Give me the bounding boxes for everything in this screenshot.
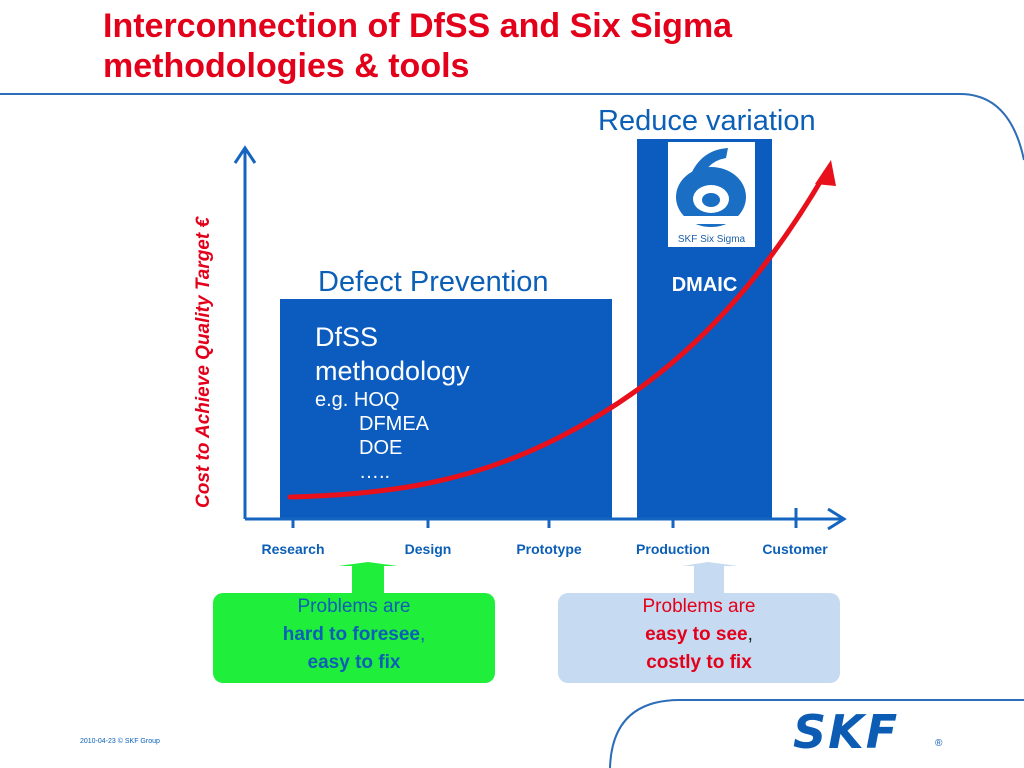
green-up-arrow bbox=[338, 562, 398, 593]
dfss-title: DfSS methodology bbox=[315, 320, 470, 388]
defect-prevention-label: Defect Prevention bbox=[318, 266, 549, 298]
cost-curve-arrowhead bbox=[815, 160, 836, 186]
dfss-tool-hoq: e.g. HOQ bbox=[315, 389, 400, 411]
dfss-tool-doe: DOE bbox=[359, 437, 403, 459]
title-line-1: Interconnection of DfSS and Six Sigma bbox=[103, 7, 733, 45]
problem-box-late-line-2: easy to see bbox=[645, 624, 748, 645]
title-line-2: methodologies & tools bbox=[103, 47, 470, 85]
stage-label-research: Research bbox=[261, 541, 325, 557]
problem-box-late-line-3: costly to fix bbox=[646, 652, 752, 673]
lightblue-up-arrow bbox=[682, 562, 738, 593]
reduce-variation-label: Reduce variation bbox=[598, 105, 816, 137]
dfss-tool-dfmea: DFMEA bbox=[359, 413, 429, 435]
problem-box-early-line-2: hard to foresee bbox=[282, 624, 420, 645]
dfss-title-line-2: methodology bbox=[315, 356, 470, 386]
header-swoosh bbox=[0, 93, 1024, 161]
six-sigma-logo-caption: SKF Six Sigma bbox=[677, 234, 746, 245]
footer-swoosh bbox=[609, 699, 1024, 768]
skf-logo: SKF bbox=[793, 705, 900, 759]
six-sigma-logo-icon bbox=[668, 142, 755, 247]
problem-box-late: Problems are easy to see, costly to fix bbox=[558, 593, 840, 683]
y-axis-arrowhead bbox=[233, 145, 257, 164]
problem-box-early: Problems are hard to foresee, easy to fi… bbox=[213, 593, 495, 683]
dmaic-label: DMAIC bbox=[671, 274, 738, 296]
stage-label-production: Production bbox=[636, 541, 710, 557]
cost-curve bbox=[287, 169, 829, 500]
stage-label-design: Design bbox=[404, 541, 452, 557]
y-axis-label: Cost to Achieve Quality Target € bbox=[193, 216, 214, 508]
problem-box-early-line-1: Problems are bbox=[297, 596, 411, 617]
x-axis-arrowhead bbox=[827, 507, 847, 531]
page-title: Interconnection of DfSS and Six Sigma me… bbox=[103, 6, 903, 86]
problem-box-late-line-1: Problems are bbox=[642, 596, 756, 617]
skf-registered-mark: ® bbox=[935, 738, 943, 749]
problem-box-late-comma: , bbox=[747, 624, 753, 645]
dfss-box bbox=[280, 299, 612, 519]
dfss-box-content: DfSS methodology e.g. HOQ DFMEA DOE ….. bbox=[315, 320, 470, 484]
problem-box-early-line-3: easy to fix bbox=[307, 652, 401, 673]
stage-label-prototype: Prototype bbox=[516, 541, 582, 557]
stage-label-customer: Customer bbox=[762, 541, 828, 557]
problem-box-early-comma: , bbox=[419, 624, 426, 645]
footer-text: 2010-04-23 © SKF Group bbox=[80, 738, 160, 745]
six-sigma-logo-graphic bbox=[676, 148, 747, 227]
dfss-title-line-1: DfSS bbox=[315, 322, 379, 352]
dfss-tool-more: ….. bbox=[359, 461, 391, 483]
